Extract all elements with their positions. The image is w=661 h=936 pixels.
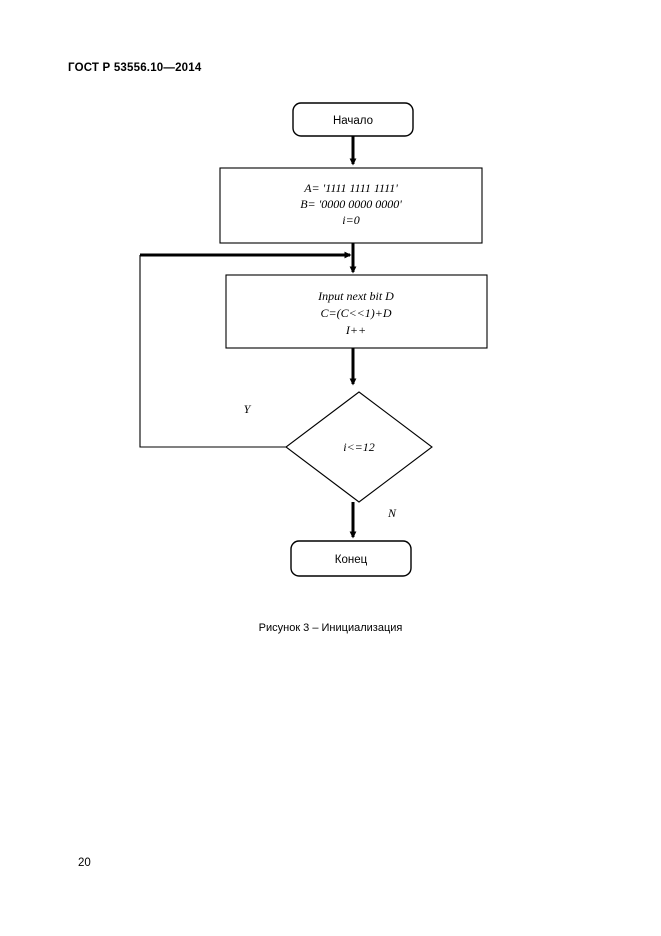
flow-node-init: A= '1111 1111 1111' B= '0000 0000 0000' … xyxy=(219,167,483,244)
decision-node-shape xyxy=(285,391,433,503)
branch-label-yes: Y xyxy=(244,402,252,416)
figure-caption: Рисунок 3 – Инициализация xyxy=(258,622,403,634)
connector-loop-return-path xyxy=(139,255,286,448)
flow-node-end: Конец xyxy=(290,540,412,577)
init-node-line3: i=0 xyxy=(342,213,359,227)
standard-header: ГОСТ Р 53556.10—2014 xyxy=(68,62,202,74)
process-node-line2: C=(C<<1)+D xyxy=(320,306,391,320)
process-node-shape xyxy=(225,274,488,349)
init-node-line2: B= '0000 0000 0000' xyxy=(300,197,402,211)
start-node-shape xyxy=(292,102,414,137)
end-node-shape xyxy=(290,540,412,577)
flowchart-figure: Начало A= '1111 1111 1111' B= '0000 0000… xyxy=(0,88,661,598)
flowchart-svg: Начало A= '1111 1111 1111' B= '0000 0000… xyxy=(139,102,488,577)
process-node-line3: I++ xyxy=(345,323,366,337)
init-node-shape xyxy=(219,167,483,244)
decision-node-label: i<=12 xyxy=(343,440,375,454)
flow-node-process: Input next bit D C=(C<<1)+D I++ xyxy=(225,274,488,349)
page-number: 20 xyxy=(78,857,91,869)
init-node-line1: A= '1111 1111 1111' xyxy=(303,181,398,195)
start-node-label: Начало xyxy=(333,115,373,127)
branch-label-no: N xyxy=(387,506,397,520)
end-node-label: Конец xyxy=(335,554,368,566)
process-node-line1: Input next bit D xyxy=(317,289,394,303)
flow-node-decision: i<=12 xyxy=(285,391,433,503)
flow-node-start: Начало xyxy=(292,102,414,137)
